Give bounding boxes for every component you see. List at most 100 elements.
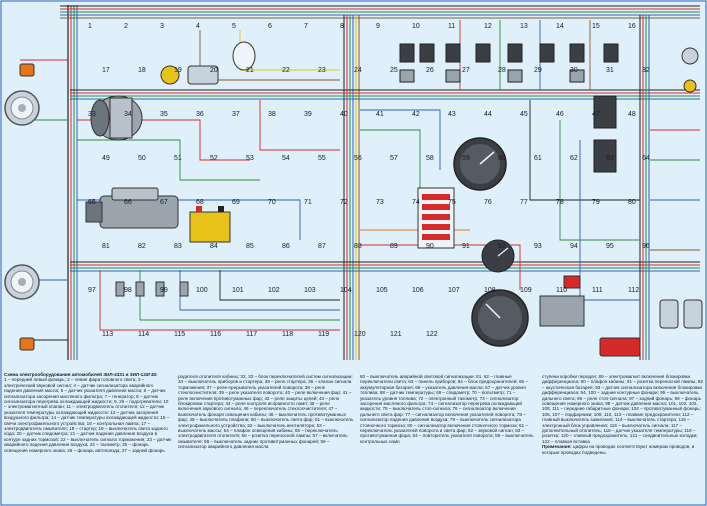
component-number-label: 20	[210, 67, 218, 74]
component-number-label: 105	[376, 287, 388, 294]
component-number-label: 29	[534, 67, 542, 74]
component-number-label: 91	[462, 243, 470, 250]
battery	[189, 206, 231, 243]
component-number-label: 94	[570, 243, 578, 250]
component-number-label: 120	[354, 331, 366, 338]
component-number-label: 50	[138, 155, 146, 162]
legend-text-1: 1 – передний левый фонарь; 2 – левая фар…	[4, 377, 172, 453]
legend-column-4: ступени коробки передач; 89 – электромаг…	[542, 374, 704, 502]
component-number-label: 35	[160, 111, 168, 118]
right-harness-bundle	[639, 15, 650, 360]
component-number-label: 62	[570, 155, 578, 162]
component-number-label: 80	[628, 199, 636, 206]
component-number-label: 51	[174, 155, 182, 162]
component-number-label: 2	[124, 23, 128, 30]
component-number-label: 45	[520, 111, 528, 118]
component-number-label: 15	[592, 23, 600, 30]
component-number-label: 9	[376, 23, 380, 30]
component-number-label: 40	[340, 111, 348, 118]
component-number-label: 54	[282, 155, 290, 162]
switch-panel	[593, 95, 617, 173]
component-number-label: 42	[412, 111, 420, 118]
component-number-label: 102	[268, 287, 280, 294]
component-number-label: 24	[354, 67, 362, 74]
component-number-label: 82	[138, 243, 146, 250]
component-number-label: 69	[232, 199, 240, 206]
legend-text-2: родителя отопителя кабины; 32, 33 – блок…	[178, 374, 354, 450]
component-number-label: 27	[462, 67, 470, 74]
front-lamp-top	[19, 63, 35, 77]
component-number-label: 5	[232, 23, 236, 30]
component-number-label: 68	[196, 199, 204, 206]
component-number-label: 92	[498, 243, 506, 250]
component-number-label: 79	[592, 199, 600, 206]
component-number-label: 34	[124, 111, 132, 118]
component-number-label: 61	[534, 155, 542, 162]
component-number-label: 108	[484, 287, 496, 294]
component-number-label: 44	[484, 111, 492, 118]
component-number-label: 28	[498, 67, 506, 74]
component-number-label: 17	[102, 67, 110, 74]
component-number-label: 11	[448, 23, 455, 30]
component-number-label: 115	[174, 331, 185, 338]
component-number-label: 119	[318, 331, 329, 338]
lower-harness-bundle	[70, 261, 700, 272]
component-number-label: 72	[340, 199, 348, 206]
component-number-label: 97	[88, 287, 96, 294]
component-number-label: 39	[304, 111, 312, 118]
component-number-label: 4	[196, 23, 200, 30]
component-number-label: 122	[426, 331, 438, 338]
component-number-label: 71	[304, 199, 312, 206]
component-number-label: 53	[246, 155, 254, 162]
relay-bank-top	[399, 43, 619, 83]
generator	[90, 95, 143, 141]
component-number-label: 18	[138, 67, 146, 74]
component-number-label: 118	[282, 331, 293, 338]
component-number-label: 49	[102, 155, 110, 162]
component-number-label: 101	[232, 287, 244, 294]
component-number-label: 47	[592, 111, 600, 118]
component-number-label: 7	[304, 23, 308, 30]
component-number-label: 66	[124, 199, 132, 206]
heater-motor	[160, 65, 219, 85]
component-number-label: 26	[426, 67, 434, 74]
component-number-label: 3	[160, 23, 164, 30]
left-headlamp-upper	[4, 90, 40, 126]
component-number-label: 89	[390, 243, 398, 250]
component-number-label: 96	[642, 243, 650, 250]
component-number-label: 58	[426, 155, 434, 162]
component-number-label: 12	[484, 23, 492, 30]
legend-column-3: 60 – выключатель аварийной световой сигн…	[360, 374, 536, 502]
component-number-label: 77	[520, 199, 528, 206]
component-number-label: 57	[390, 155, 398, 162]
component-number-label: 87	[318, 243, 326, 250]
component-number-label: 76	[484, 199, 492, 206]
component-number-label: 32	[642, 67, 650, 74]
component-number-label: 113	[102, 331, 113, 338]
component-number-label: 38	[268, 111, 276, 118]
component-number-label: 55	[318, 155, 326, 162]
legend-column-1: Схема электрооборудования автомобилей ЗИ…	[4, 372, 172, 502]
component-number-label: 16	[628, 23, 636, 30]
component-number-label: 46	[556, 111, 564, 118]
legend-column-2: родителя отопителя кабины; 32, 33 – блок…	[178, 374, 354, 502]
component-number-label: 117	[246, 331, 257, 338]
component-number-label: 93	[534, 243, 542, 250]
component-number-label: 10	[412, 23, 420, 30]
component-number-label: 85	[246, 243, 254, 250]
component-number-label: 100	[196, 287, 208, 294]
component-number-label: 104	[340, 287, 352, 294]
sensor-row	[115, 281, 189, 297]
component-number-label: 8	[340, 23, 344, 30]
note-label: Примечание:	[542, 444, 572, 450]
component-number-label: 1	[88, 23, 92, 30]
component-number-label: 114	[138, 331, 149, 338]
legend-text-3: 60 – выключатель аварийной световой сигн…	[360, 374, 534, 444]
component-number-label: 73	[376, 199, 384, 206]
component-number-label: 86	[282, 243, 290, 250]
component-number-label: 67	[160, 199, 168, 206]
component-number-label: 36	[196, 111, 204, 118]
fuse-block	[417, 187, 455, 249]
